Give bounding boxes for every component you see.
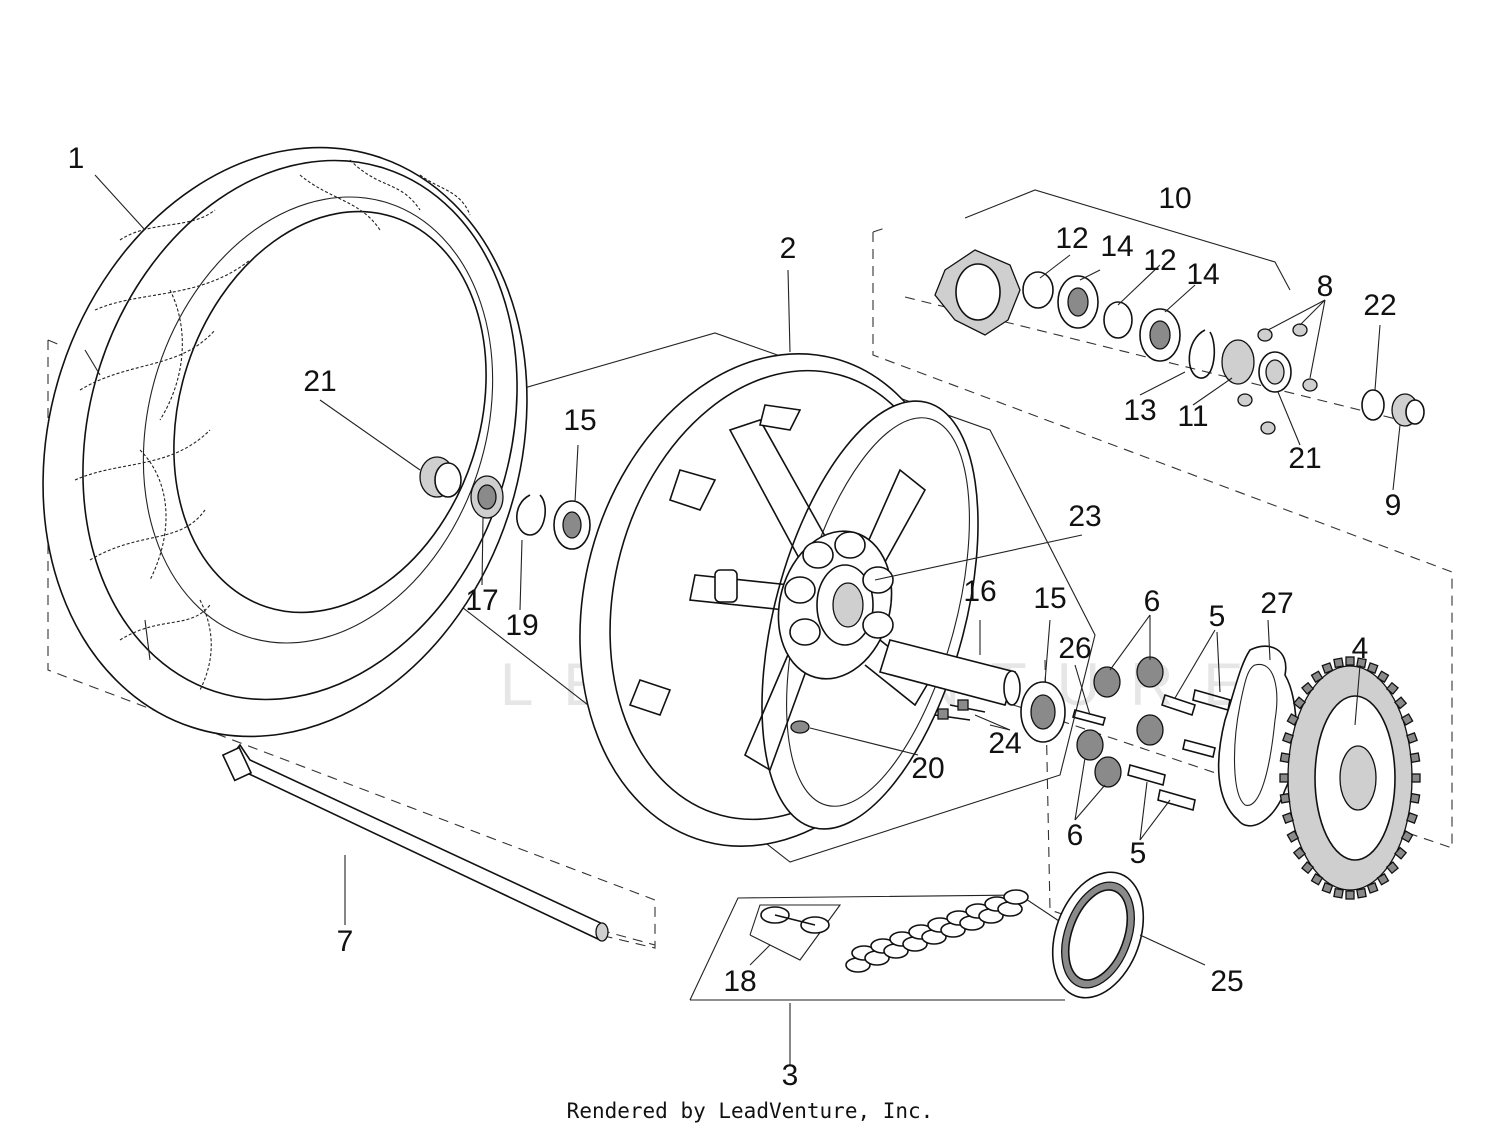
sprocket-tooth: [1366, 662, 1379, 675]
sprocket-tooth: [1409, 752, 1421, 764]
hub-carrier-parts: [934, 249, 1425, 435]
sprocket-tooth: [1333, 887, 1344, 899]
sprocket-tooth: [1400, 713, 1414, 726]
sprocket-tooth: [1345, 890, 1355, 900]
sprocket-tooth: [1385, 681, 1399, 695]
group-brackets: [439, 189, 1291, 1001]
sprocket-tooth: [1356, 887, 1367, 899]
callout-2: 2: [780, 232, 797, 265]
leader-lines: [94, 174, 1401, 1065]
left-hub-parts: [419, 456, 1106, 743]
callout-labels: 1 2 3 4 5 5 6 6 7 8 9 10 11 12 12 13 14 …: [68, 142, 1402, 1092]
cush-drive-plate: [1217, 645, 1298, 827]
sprocket-tooth: [1321, 881, 1334, 894]
callout-26: 26: [1058, 632, 1091, 665]
dampers-and-studs: [1076, 656, 1231, 812]
sprocket-tooth: [1366, 881, 1379, 894]
callout-13: 13: [1123, 394, 1156, 427]
sprocket-tooth: [1279, 792, 1291, 804]
sprocket-tooth: [1333, 657, 1344, 669]
callout-17: 17: [465, 584, 498, 617]
sprocket-tooth: [1301, 681, 1315, 695]
chain-link: [1003, 889, 1029, 905]
sprocket-tooth: [1286, 830, 1300, 843]
sprocket-tooth: [1356, 657, 1367, 669]
callout-5-lower: 5: [1130, 837, 1147, 870]
callout-21-right: 21: [1288, 442, 1321, 475]
callout-8: 8: [1317, 270, 1334, 303]
callout-22: 22: [1363, 289, 1396, 322]
sprocket-tooth: [1321, 662, 1334, 675]
callout-11: 11: [1177, 400, 1208, 433]
sprocket-tooth: [1400, 830, 1414, 843]
sprocket-tooth: [1394, 846, 1408, 860]
callout-15-right: 15: [1033, 582, 1066, 615]
callout-10: 10: [1158, 182, 1191, 215]
sprocket-tooth: [1279, 773, 1289, 783]
abs-tone-ring: [1051, 871, 1145, 999]
sprocket-tooth: [1301, 861, 1315, 875]
sprocket-tooth: [1292, 696, 1306, 710]
sprocket-tooth: [1385, 861, 1399, 875]
chain-kit: [760, 889, 1029, 973]
callout-1: 1: [68, 142, 85, 175]
callout-20: 20: [911, 752, 944, 785]
callout-19: 19: [505, 609, 538, 642]
callout-14-left: 14: [1100, 230, 1133, 263]
sprocket: [1279, 656, 1421, 900]
callout-27: 27: [1260, 587, 1293, 620]
sprocket-tooth: [1310, 670, 1324, 684]
callout-7: 7: [337, 925, 354, 958]
sprocket-tooth: [1292, 846, 1306, 860]
sprocket-tooth: [1282, 732, 1294, 744]
sprocket-tooth: [1286, 713, 1300, 726]
callout-16: 16: [963, 575, 996, 608]
sprocket-tooth: [1279, 752, 1291, 764]
sprocket-tooth: [1394, 696, 1408, 710]
footer-credit: Rendered by LeadVenture, Inc.: [567, 1099, 934, 1123]
callout-5-upper: 5: [1209, 600, 1226, 633]
callout-12-left: 12: [1055, 222, 1088, 255]
sprocket-tooth: [1409, 792, 1421, 804]
sprocket-tooth: [1310, 872, 1324, 886]
axle: [221, 743, 609, 942]
spacer-tube: [878, 639, 1021, 706]
callout-6-upper: 6: [1144, 585, 1161, 618]
callout-6-lower: 6: [1067, 819, 1084, 852]
tire: [42, 146, 528, 738]
callout-9: 9: [1385, 489, 1402, 522]
callout-24: 24: [988, 727, 1021, 760]
callout-21-left: 21: [303, 365, 336, 398]
sprocket-tooth: [1411, 773, 1421, 783]
wheel-rim: [579, 353, 979, 847]
sprocket-tooth: [1282, 812, 1294, 824]
callout-4: 4: [1352, 632, 1369, 665]
sprocket-tooth: [1376, 872, 1390, 886]
callout-25: 25: [1210, 965, 1243, 998]
callout-3: 3: [782, 1059, 799, 1092]
sprocket-tooth: [1406, 812, 1418, 824]
sprocket-tooth: [1345, 656, 1355, 666]
sprocket-tooth: [1376, 670, 1390, 684]
callout-23: 23: [1068, 500, 1101, 533]
callout-14-right: 14: [1186, 258, 1219, 291]
callout-12-right: 12: [1143, 244, 1176, 277]
callout-15-left: 15: [563, 404, 596, 437]
sprocket-tooth: [1406, 732, 1418, 744]
callout-18: 18: [723, 965, 756, 998]
